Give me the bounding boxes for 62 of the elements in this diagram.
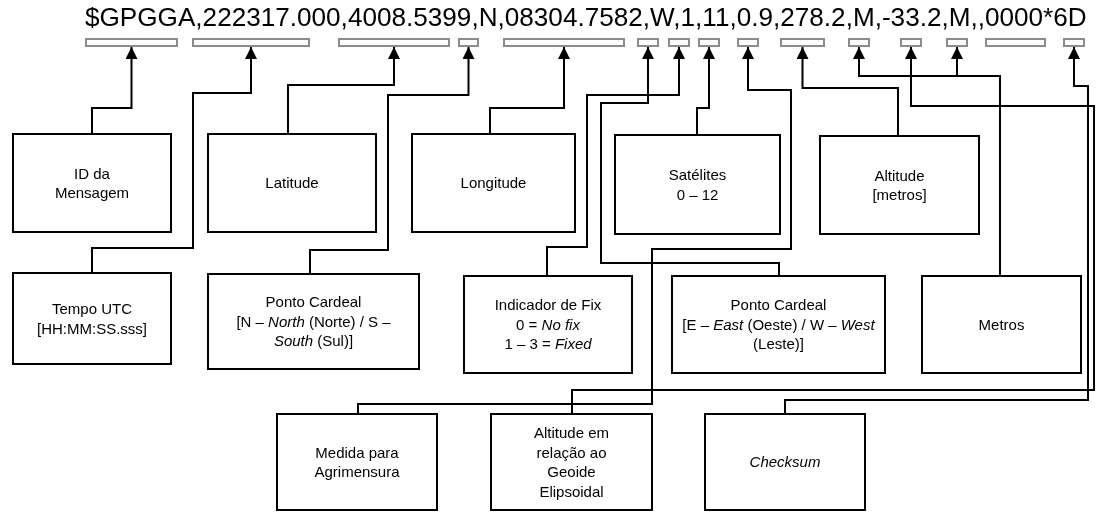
arrow <box>489 46 570 134</box>
arrow <box>287 46 400 134</box>
field-description: [metros] <box>872 185 927 205</box>
field-box <box>671 275 886 374</box>
field-bar <box>192 38 310 47</box>
field-box <box>12 272 172 365</box>
arrow <box>600 46 780 276</box>
field-description: [E – East (Oeste) / W – West (Leste)] <box>681 314 876 354</box>
field-bar <box>503 38 625 47</box>
field-description: Ponto Cardeal <box>730 295 827 315</box>
field-description: Checksum <box>749 452 821 472</box>
field-bar <box>946 38 968 47</box>
field-description: Medida para Agrimensura <box>313 442 401 482</box>
field-bar <box>780 38 825 47</box>
field-description: ID da Mensagem <box>53 163 131 203</box>
field-description: Altitude <box>874 165 925 185</box>
field-box <box>12 133 172 233</box>
nmea-sentence: $GPGGA,222317.000,4008.5399,N,08304.7582,W,1,11,0.9,278.2,M,-33.2,M,,0000*6D <box>85 2 1087 32</box>
field-box <box>207 133 377 233</box>
field-bar <box>637 38 659 47</box>
field-box <box>614 134 781 235</box>
field-bar <box>848 38 870 47</box>
field-description: Indicador de Fix <box>494 295 602 315</box>
field-description: [N – North (Norte) / S – South (Sul)] <box>235 311 392 351</box>
field-description: [HH:MM:SS.sss] <box>37 318 147 338</box>
arrow <box>309 46 475 274</box>
field-description: 0 = No fix <box>516 314 580 335</box>
field-description: 1 – 3 = Fixed <box>504 334 592 354</box>
arrow <box>784 46 1089 414</box>
arrow <box>91 46 257 273</box>
field-description: Satélites <box>668 165 727 185</box>
field-description: Tempo UTC <box>52 299 132 319</box>
field-description: 0 – 12 <box>676 184 719 204</box>
field-box <box>463 275 633 374</box>
field-box <box>207 273 420 370</box>
field-bar <box>668 38 690 47</box>
field-description: Latitude <box>265 173 319 193</box>
field-box <box>704 413 866 511</box>
field-bar <box>338 38 450 47</box>
field-description: Ponto Cardeal <box>265 292 362 312</box>
field-description: Metros <box>978 314 1025 335</box>
field-bar <box>458 38 479 47</box>
field-box <box>411 133 576 233</box>
arrow <box>796 46 899 136</box>
arrow <box>571 46 1095 414</box>
field-bar <box>1063 38 1085 47</box>
field-bar <box>737 38 759 47</box>
field-box <box>921 275 1082 374</box>
arrow <box>696 46 715 135</box>
arrow <box>951 46 1001 276</box>
arrow <box>546 46 685 276</box>
field-box <box>490 413 653 511</box>
field-bar <box>985 38 1046 47</box>
arrow <box>91 46 138 134</box>
field-description: Altitude em relação ao Geoide Elipsoidal <box>532 423 610 501</box>
field-box <box>276 413 438 511</box>
field-bar <box>900 38 922 47</box>
field-bar <box>698 38 720 47</box>
arrow <box>357 46 792 414</box>
field-description: Longitude <box>460 173 527 193</box>
field-bar <box>85 38 178 47</box>
field-box <box>819 135 980 235</box>
